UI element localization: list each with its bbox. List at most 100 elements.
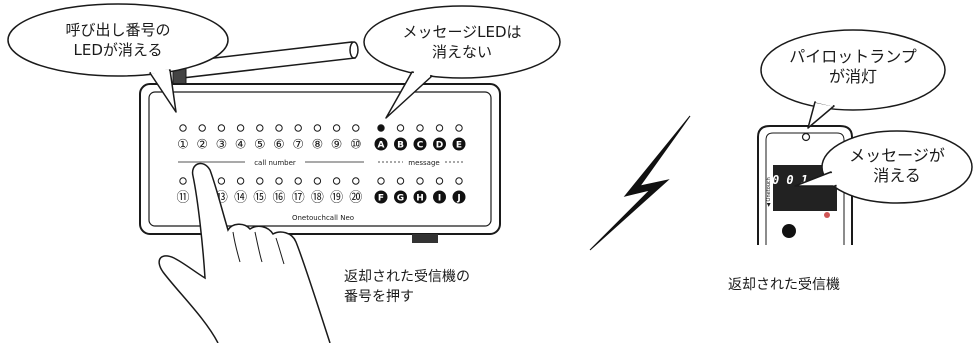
bubble-message-disappears xyxy=(794,130,973,204)
message-button[interactable] xyxy=(452,137,466,151)
message-led xyxy=(455,124,463,132)
call-number-button[interactable]: ⑮ xyxy=(253,191,266,206)
call-number-button[interactable]: ③ xyxy=(216,138,228,153)
call-number-button[interactable]: ⑲ xyxy=(330,191,343,206)
message-button-label: A xyxy=(378,141,385,151)
message-button-label: D xyxy=(436,141,443,151)
message-led xyxy=(455,177,463,185)
caption-left-line1: 返却された受信機の xyxy=(344,269,470,285)
call-number-button[interactable]: ⑰ xyxy=(292,191,305,206)
call-number-led xyxy=(332,124,341,132)
antenna xyxy=(172,41,359,89)
message-button[interactable] xyxy=(374,137,388,151)
brand-label: Onetouchcall Neo xyxy=(292,214,354,222)
message-button[interactable] xyxy=(413,137,427,151)
message-button-label: F xyxy=(378,194,384,204)
call-number-button[interactable]: ⑦ xyxy=(292,138,304,153)
caption-left-line2: 番号を押す xyxy=(344,289,414,305)
call-number-button[interactable]: ④ xyxy=(235,138,247,153)
bubble-pilot-lamp-line2: が消灯 xyxy=(828,67,877,86)
message-button-label: I xyxy=(438,194,441,204)
call-number-button[interactable]: ⑪ xyxy=(176,191,189,206)
call-number-led xyxy=(179,177,187,185)
receiver-side-label: ◀ Onetouch xyxy=(766,177,772,207)
call-number-led xyxy=(294,177,302,185)
call-number-button[interactable]: ⑥ xyxy=(273,138,285,153)
message-leds-top: A B C D E xyxy=(374,124,466,151)
message-led xyxy=(435,177,444,185)
message-button-label: J xyxy=(456,194,460,204)
message-button-label: C xyxy=(417,141,424,151)
hand-illustration xyxy=(158,162,331,343)
message-button[interactable] xyxy=(374,190,388,204)
call-number-led xyxy=(198,124,206,132)
bubble-message-led-line1: メッセージLEDは xyxy=(402,23,522,41)
transmitter-foot xyxy=(412,234,438,243)
call-number-led xyxy=(256,124,264,132)
call-number-led xyxy=(313,124,322,132)
caption-right: 返却された受信機 xyxy=(728,277,840,293)
call-number-button[interactable]: ⑯ xyxy=(272,191,285,206)
call-number-led xyxy=(332,177,341,185)
call-number-button[interactable]: ⑱ xyxy=(311,191,324,206)
bubble-message-led xyxy=(363,5,561,119)
receiver-display-value: 0 0 1 xyxy=(772,173,808,187)
bubble-pilot-lamp-line1: パイロットランプ xyxy=(789,47,917,66)
lightning-bolt-icon xyxy=(589,115,691,251)
bubble-call-led-line2: LEDが消える xyxy=(73,41,163,59)
bubble-message-disappears-line1: メッセージが xyxy=(849,146,945,165)
message-button[interactable] xyxy=(433,190,446,204)
call-number-button[interactable]: ⑧ xyxy=(312,138,324,153)
bubble-pilot-lamp xyxy=(760,29,946,129)
message-button-label: H xyxy=(416,194,424,204)
message-led xyxy=(416,177,424,185)
message-led xyxy=(396,177,405,185)
bubble-message-led-line2: 消えない xyxy=(431,43,492,61)
call-number-label: call number xyxy=(254,159,296,167)
message-button[interactable] xyxy=(433,137,446,151)
call-number-led xyxy=(236,124,245,132)
pilot-lamp xyxy=(801,132,811,142)
transmitter-panel xyxy=(148,91,492,227)
bubble-call-led-text: 呼び出し番号の LEDが消える xyxy=(18,20,218,60)
caption-left: 返却された受信機の 番号を押す xyxy=(344,267,470,307)
message-button-label: B xyxy=(397,141,404,151)
call-number-button[interactable]: ⑭ xyxy=(234,191,247,206)
call-number-led xyxy=(313,177,322,185)
call-number-led xyxy=(256,177,264,185)
bubble-message-led-text: メッセージLEDは 消えない xyxy=(372,22,552,62)
call-number-button[interactable]: ② xyxy=(196,138,208,153)
message-button[interactable] xyxy=(394,190,407,204)
label-divider: call number message xyxy=(178,159,465,167)
call-number-led xyxy=(217,177,226,185)
call-number-led xyxy=(275,177,283,185)
message-button[interactable] xyxy=(394,137,407,151)
call-number-led xyxy=(275,124,283,132)
bubble-pilot-lamp-text: パイロットランプ が消灯 xyxy=(771,47,935,87)
message-led xyxy=(377,177,385,185)
bubble-call-led-line1: 呼び出し番号の xyxy=(65,21,171,39)
call-number-led xyxy=(217,124,226,132)
bubble-call-led xyxy=(7,3,229,113)
call-number-led xyxy=(294,124,302,132)
message-button-label: E xyxy=(456,141,462,151)
message-button[interactable] xyxy=(413,190,427,204)
call-number-button[interactable]: ⑩ xyxy=(350,138,362,153)
message-led xyxy=(416,124,424,132)
call-number-led xyxy=(236,177,245,185)
message-label: message xyxy=(408,159,439,167)
message-button[interactable] xyxy=(452,190,466,204)
call-number-led xyxy=(352,124,360,132)
bubble-message-disappears-text: メッセージが 消える xyxy=(832,146,962,186)
call-number-led xyxy=(352,177,360,185)
call-number-button[interactable]: ① xyxy=(177,138,189,153)
call-number-button[interactable]: ⑨ xyxy=(331,138,343,153)
receiver-status-led xyxy=(824,212,830,218)
call-number-button[interactable]: ⑳ xyxy=(349,191,362,206)
message-led xyxy=(377,124,385,132)
bubble-message-disappears-line2: 消える xyxy=(873,166,921,185)
call-number-button[interactable]: ⑤ xyxy=(254,138,266,153)
